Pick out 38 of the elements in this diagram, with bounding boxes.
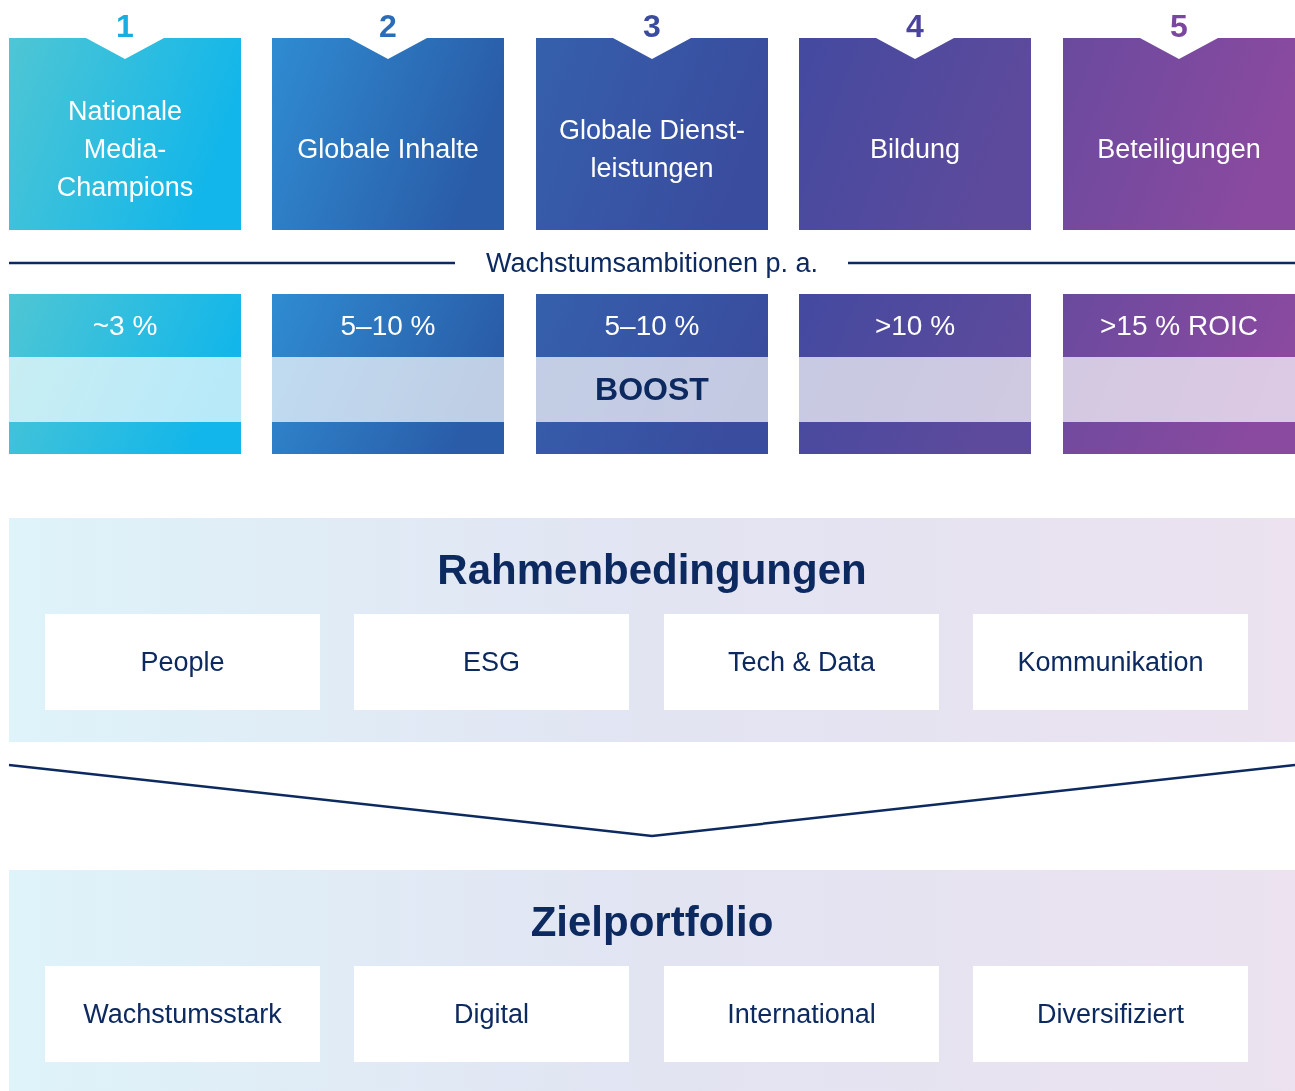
growth-rate: 5–10 % bbox=[603, 309, 701, 343]
section-heading: Rahmenbedingungen bbox=[436, 545, 868, 595]
growth-target-card bbox=[1063, 294, 1295, 454]
growth-target-card bbox=[536, 294, 768, 454]
category-title: Nationale Media-Champions bbox=[55, 95, 195, 204]
step-number: 3 bbox=[642, 8, 662, 44]
growth-target-card bbox=[272, 294, 504, 454]
pillar-box: ESG bbox=[354, 614, 629, 710]
pillar-box: Diversifiziert bbox=[973, 966, 1248, 1062]
step-number: 2 bbox=[378, 8, 398, 44]
step-number: 1 bbox=[115, 8, 135, 44]
category-title: Bildung bbox=[868, 133, 962, 166]
growth-rate: ~3 % bbox=[91, 309, 159, 343]
step-number: 4 bbox=[905, 8, 925, 44]
growth-rate: >15 % ROIC bbox=[1099, 309, 1259, 343]
category-card bbox=[799, 38, 1031, 230]
category-card bbox=[9, 38, 241, 230]
growth-rate: >10 % bbox=[873, 309, 957, 343]
section-panel bbox=[9, 518, 1295, 742]
step-number: 5 bbox=[1169, 8, 1189, 44]
pillar-box: People bbox=[45, 614, 320, 710]
category-title: Globale Inhalte bbox=[296, 133, 480, 166]
pillar-box: International bbox=[664, 966, 939, 1062]
pillar-box: Kommunikation bbox=[973, 614, 1248, 710]
growth-target-card bbox=[9, 294, 241, 454]
growth-rate: 5–10 % bbox=[339, 309, 437, 343]
growth-target-card bbox=[799, 294, 1031, 454]
pillar-box: Digital bbox=[354, 966, 629, 1062]
pillar-box: Tech & Data bbox=[664, 614, 939, 710]
category-card bbox=[1063, 38, 1295, 230]
category-title: Beteiligungen bbox=[1096, 133, 1262, 166]
section-panel bbox=[9, 870, 1295, 1091]
category-title: Globale Dienst-leistungen bbox=[557, 114, 747, 185]
pillar-box: Wachstumsstark bbox=[45, 966, 320, 1062]
category-card bbox=[272, 38, 504, 230]
section-label: Wachstumsambitionen p. a. bbox=[484, 246, 820, 280]
section-heading: Zielportfolio bbox=[529, 897, 775, 947]
category-card bbox=[536, 38, 768, 230]
